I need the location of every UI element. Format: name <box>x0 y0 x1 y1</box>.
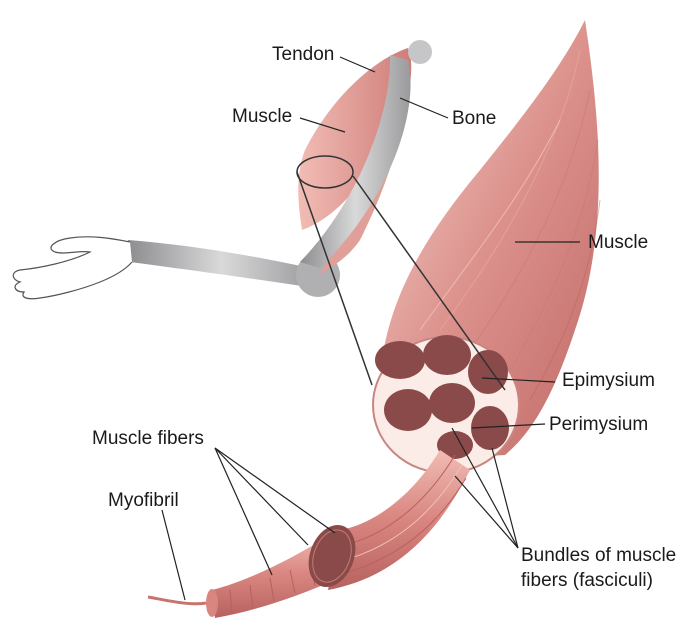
hand-outline <box>13 237 132 299</box>
label-bone: Bone <box>452 108 496 130</box>
label-bundles-line1: Bundles of muscle <box>521 545 676 567</box>
label-myofibril: Myofibril <box>108 490 179 512</box>
label-bundles-line2: fibers (fasciculi) <box>521 570 653 592</box>
leader-tendon <box>340 57 375 72</box>
leader-myofibril <box>162 510 185 600</box>
leader-fibers-1 <box>215 448 335 533</box>
label-epimysium: Epimysium <box>562 370 655 392</box>
label-muscle-fibers: Muscle fibers <box>92 428 204 450</box>
label-muscle-large: Muscle <box>588 232 648 254</box>
muscle-cross-section <box>373 335 519 473</box>
label-tendon: Tendon <box>272 44 334 66</box>
leader-fibers-3 <box>215 448 272 575</box>
forearm <box>128 240 340 297</box>
leader-fibers-2 <box>215 448 308 545</box>
label-muscle-arm: Muscle <box>232 106 292 128</box>
muscle-fiber <box>148 518 364 618</box>
label-perimysium: Perimysium <box>549 414 648 436</box>
